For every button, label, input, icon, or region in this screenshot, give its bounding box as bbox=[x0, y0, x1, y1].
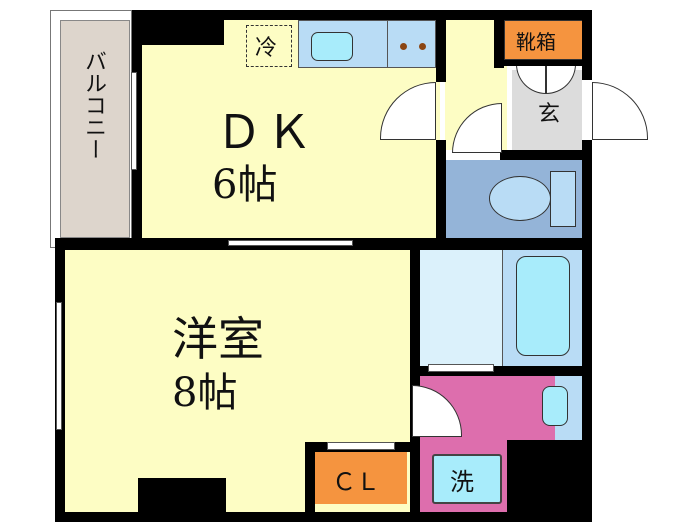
sink-icon bbox=[311, 32, 353, 61]
shoe-box-label: 靴箱 bbox=[516, 30, 556, 54]
bath-door bbox=[428, 364, 494, 372]
wall bbox=[436, 10, 446, 82]
wall bbox=[132, 10, 142, 250]
wall bbox=[494, 10, 504, 68]
wall bbox=[132, 10, 592, 20]
wall bbox=[305, 442, 315, 517]
closet-label: ＣＬ bbox=[332, 468, 380, 496]
bathtub-icon bbox=[516, 256, 570, 356]
bath-wash-area bbox=[420, 250, 502, 366]
wall bbox=[500, 150, 590, 160]
toilet-tank bbox=[550, 171, 576, 227]
entrance-door[interactable] bbox=[592, 82, 648, 140]
washer bbox=[432, 454, 502, 504]
toilet-bowl-icon bbox=[489, 176, 551, 221]
shoe-box bbox=[504, 20, 583, 60]
wall bbox=[502, 60, 590, 66]
closet-door bbox=[327, 442, 395, 450]
window bbox=[131, 72, 137, 170]
balcony bbox=[60, 20, 130, 238]
wall bbox=[582, 10, 592, 80]
wall bbox=[420, 366, 590, 376]
wall bbox=[582, 140, 592, 512]
wall bbox=[55, 512, 592, 522]
fridge-label: 冷 bbox=[255, 36, 278, 61]
balcony-label: バルコニー bbox=[81, 50, 106, 160]
burner-icon bbox=[419, 43, 426, 50]
washbasin-icon bbox=[542, 386, 568, 426]
window bbox=[56, 302, 62, 430]
dk-room-name: ＤＫ bbox=[216, 105, 316, 159]
kitchen-divider bbox=[387, 20, 388, 68]
wall bbox=[132, 10, 224, 45]
burner-icon bbox=[400, 43, 407, 50]
dk-room-size: 6帖 bbox=[212, 162, 278, 208]
fridge bbox=[246, 25, 292, 67]
wall bbox=[138, 478, 226, 518]
wall bbox=[436, 140, 446, 250]
washer-label: 洗 bbox=[450, 468, 474, 496]
closet bbox=[315, 452, 407, 504]
entrance-label: 玄 bbox=[538, 102, 561, 127]
western-room-size: 8帖 bbox=[172, 370, 238, 416]
western-room-name: 洋室 bbox=[172, 312, 264, 366]
window bbox=[228, 240, 353, 246]
wall bbox=[507, 440, 587, 520]
